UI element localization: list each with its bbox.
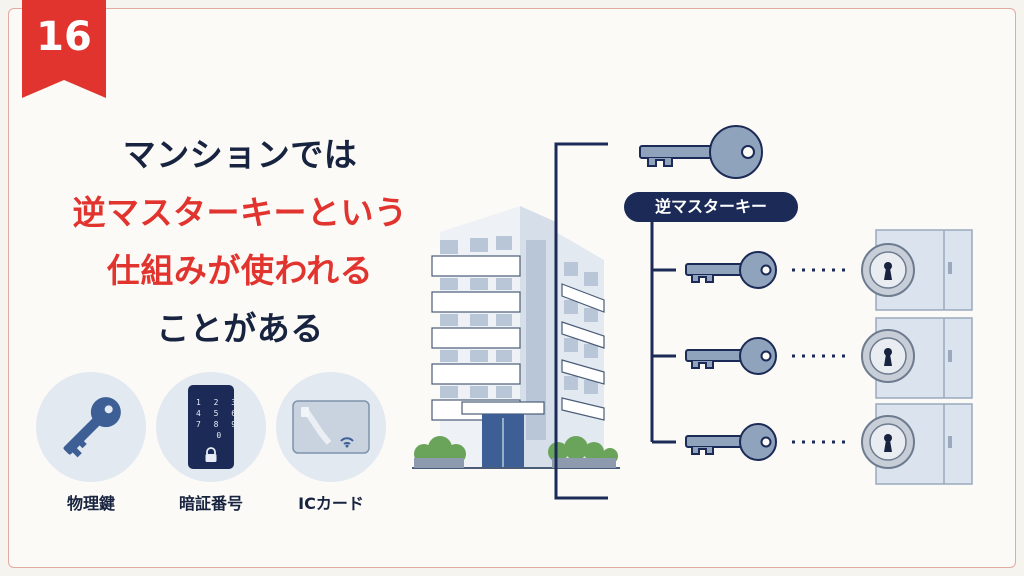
master-key-icon bbox=[639, 125, 763, 179]
unit-key-row-2 bbox=[685, 337, 848, 375]
headline-line-2: 逆マスターキーという bbox=[72, 193, 408, 232]
unit-key-row-1 bbox=[685, 251, 848, 289]
master-key-label: 逆マスターキー bbox=[624, 192, 798, 222]
method-pin-code: 1 2 3 4 5 6 7 8 9 0 暗証番号 bbox=[156, 372, 266, 514]
unit-door-1 bbox=[861, 229, 973, 311]
method-physical-key: 物理鍵 bbox=[36, 372, 146, 514]
headline-line-1: マンションでは bbox=[122, 135, 358, 174]
ribbon-shape bbox=[22, 0, 106, 98]
method-label: ICカード bbox=[298, 494, 364, 513]
method-circle bbox=[36, 372, 146, 482]
unit-key-row-3 bbox=[685, 423, 848, 461]
method-circle bbox=[276, 372, 386, 482]
bracket bbox=[554, 142, 608, 500]
method-label: 暗証番号 bbox=[178, 494, 243, 513]
method-circle: 1 2 3 4 5 6 7 8 9 0 bbox=[156, 372, 266, 482]
unit-door-3 bbox=[861, 403, 973, 485]
padlock-icon bbox=[205, 447, 217, 462]
headline: マンションでは 逆マスターキーという 仕組みが使われる ことがある bbox=[40, 126, 440, 358]
branch-lines bbox=[650, 222, 676, 444]
method-ic-card: ICカード bbox=[276, 372, 386, 514]
unit-door-2 bbox=[861, 317, 973, 399]
key-icon bbox=[63, 397, 121, 458]
keypad-icon: 1 2 3 4 5 6 7 8 9 0 bbox=[188, 385, 241, 469]
headline-line-3: 仕組みが使われる bbox=[106, 251, 374, 290]
apartment-building bbox=[412, 206, 620, 469]
method-label: 物理鍵 bbox=[66, 494, 115, 513]
slide-number-badge: 16 bbox=[22, 0, 106, 100]
keypad-digits: 1 2 3 4 5 6 7 8 9 0 bbox=[196, 398, 241, 440]
headline-line-4: ことがある bbox=[156, 309, 324, 348]
slide-number: 16 bbox=[36, 14, 92, 60]
ic-card-icon bbox=[292, 400, 370, 454]
